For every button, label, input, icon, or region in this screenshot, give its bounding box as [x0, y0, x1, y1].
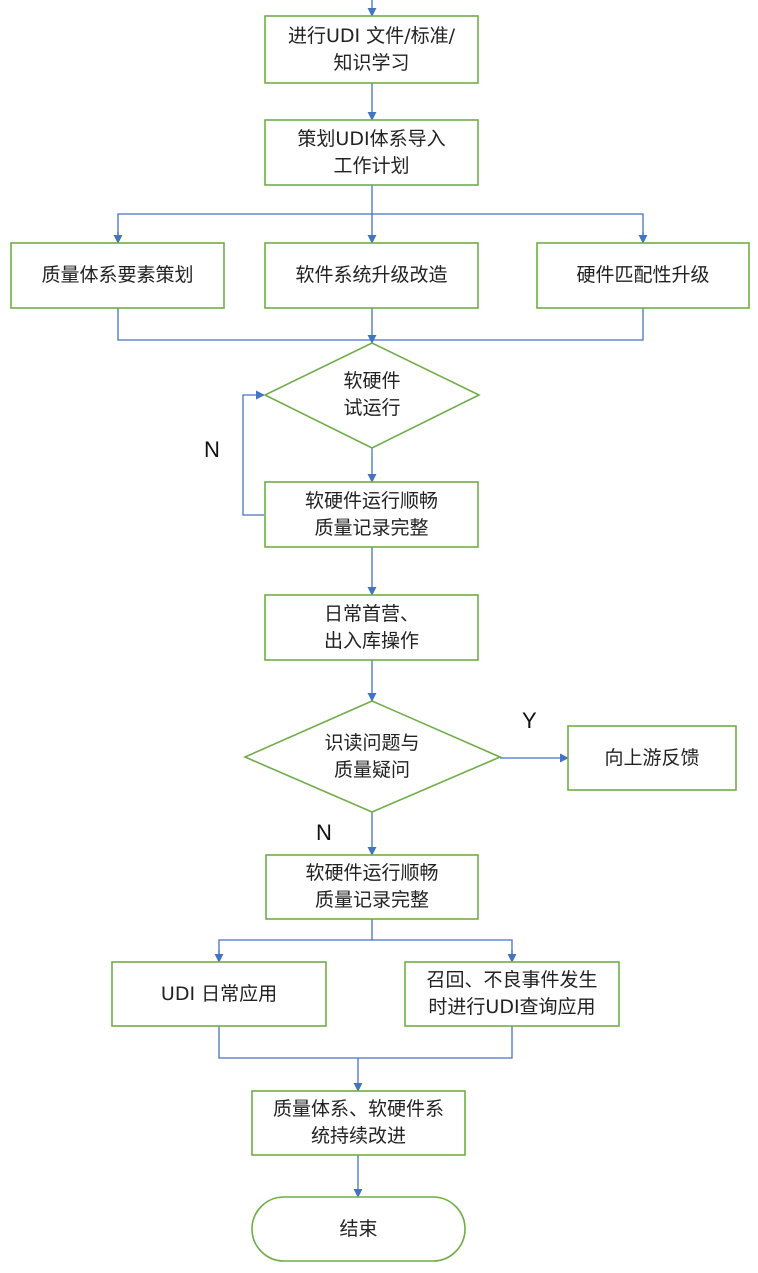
connectors — [113, 0, 648, 1198]
merge-connector-bottom — [218, 1026, 513, 1059]
node-daily-ops — [264, 594, 479, 661]
node-software-upgrade — [264, 242, 479, 309]
split-connector-bottom — [218, 939, 513, 962]
node-check-2 — [265, 854, 479, 920]
merge-connector — [117, 308, 644, 341]
node-quality-plan — [10, 242, 225, 309]
node-trial-run — [263, 342, 481, 449]
loop-back-no — [242, 390, 265, 516]
node-end — [251, 1196, 466, 1262]
node-plan — [264, 119, 479, 186]
node-udi-daily — [111, 961, 327, 1027]
node-study — [264, 15, 479, 84]
node-recall-query — [404, 961, 620, 1027]
branch-label-issue-yes: Y — [522, 708, 537, 733]
node-feedback — [567, 725, 737, 791]
node-improve — [251, 1090, 466, 1156]
node-hardware-upgrade — [536, 242, 750, 309]
branch-label-trial-no: N — [204, 437, 220, 462]
node-check-1 — [264, 481, 479, 548]
branch-label-issue-no: N — [316, 820, 332, 845]
node-read-issue — [243, 700, 503, 813]
split-connector-top — [117, 213, 644, 243]
